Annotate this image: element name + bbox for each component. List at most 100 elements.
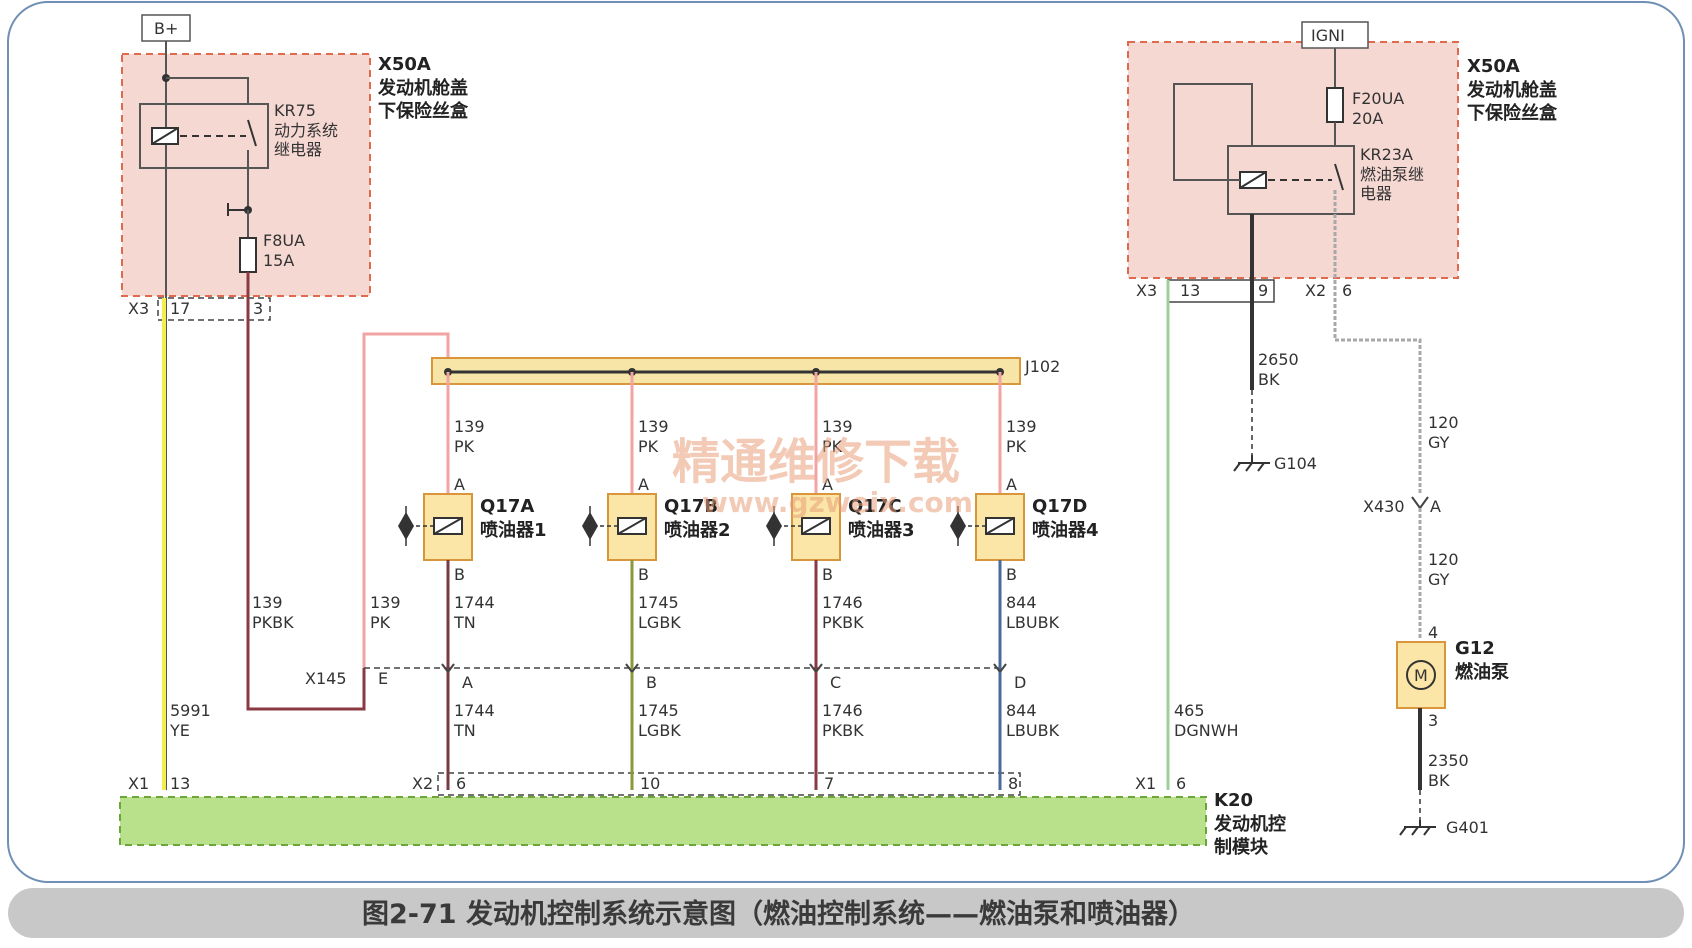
relay-kr23a-name2: 电器: [1360, 184, 1392, 203]
fuse-f8ua-icon: [239, 237, 257, 273]
x145-label: X145: [305, 669, 347, 688]
injector-pin-a: A: [1006, 475, 1017, 494]
relay-kr75-name2: 继电器: [274, 140, 322, 159]
x145-pin-label: B: [646, 673, 657, 692]
injector-pin-a: A: [822, 475, 833, 494]
watermark-title: 精通维修下载: [672, 434, 960, 490]
pk-color: PK: [370, 613, 391, 632]
feed-color: PKBK: [252, 613, 294, 632]
wire-gy: [1333, 190, 1422, 495]
fuse-box-left-name1: 发动机舱盖: [377, 77, 468, 99]
ecm-name2: 制模块: [1214, 836, 1269, 858]
ground-icon: [1399, 820, 1436, 836]
x430-pin: A: [1430, 497, 1441, 516]
x3-pin17: 17: [170, 299, 190, 318]
x145-pin-label: D: [1014, 673, 1026, 692]
injector-pin-b: B: [454, 565, 465, 584]
pump-name: 燃油泵: [1455, 661, 1509, 683]
injector-name: 喷油器3: [848, 519, 915, 541]
x2-label: X2: [412, 774, 433, 793]
fuse-box-right-id: X50A: [1467, 56, 1520, 77]
x145-pin-icon: [993, 663, 1001, 673]
injector-low-color: LGBK: [638, 721, 681, 740]
igni-label: IGNI: [1311, 26, 1345, 45]
wire-pkbk: [246, 272, 366, 711]
injector-name: 喷油器1: [480, 519, 547, 541]
x145-pin-icon: [441, 663, 449, 673]
pump-pin-bottom: 3: [1428, 711, 1438, 730]
motor-symbol: M: [1414, 666, 1428, 685]
injector-out-color: PKBK: [822, 613, 864, 632]
injector-name: 喷油器2: [664, 519, 731, 541]
x3-pin13: 13: [1180, 281, 1200, 300]
injector-out-circuit: 1744: [454, 593, 495, 612]
x145-pin-e: E: [378, 669, 388, 688]
dg-circuit: 465: [1174, 701, 1205, 720]
relay-kr23a-name1: 燃油泵继: [1360, 165, 1424, 184]
x3-pin9: 9: [1258, 281, 1268, 300]
watermark-url: www.gzweix.com: [702, 486, 973, 519]
x2-pin-label: 8: [1008, 774, 1018, 793]
injector-low-circuit: 1746: [822, 701, 863, 720]
injector-id: Q17A: [480, 496, 534, 517]
relay-switch-icon: [247, 119, 257, 147]
splice-j102-label: J102: [1024, 357, 1060, 376]
injector-pin-a: A: [638, 475, 649, 494]
injector-in-color: PK: [822, 437, 843, 456]
injector-out-color: LBUBK: [1006, 613, 1060, 632]
injector-out-circuit: 844: [1006, 593, 1037, 612]
fuse-f8ua-id: F8UA: [263, 231, 305, 250]
relay-kr75-name1: 动力系统: [274, 121, 338, 140]
injector-in-circuit: 139: [1006, 417, 1037, 436]
fuse-box-left-name2: 下保险丝盒: [378, 100, 469, 122]
relay-feed-wire: [166, 77, 249, 104]
injector-pin-b: B: [822, 565, 833, 584]
x2-pin-label: 7: [824, 774, 834, 793]
igni-box: [1301, 21, 1369, 49]
injector-low-circuit: 1744: [454, 701, 495, 720]
injector-pin-a: A: [454, 475, 465, 494]
x1-right-label: X1: [1135, 774, 1156, 793]
injector-in-color: PK: [1006, 437, 1027, 456]
fuse-f8ua-rating: 15A: [263, 251, 294, 270]
ecm-name1: 发动机控: [1213, 813, 1286, 835]
injector-group: 139PKABQ17A喷油器11744TNA1744TN6139PKABQ17B…: [398, 372, 1099, 793]
injector-low-circuit: 844: [1006, 701, 1037, 720]
gy2-circuit: 120: [1428, 550, 1459, 569]
injector-pin-b: B: [638, 565, 649, 584]
injector-in-color: PK: [454, 437, 475, 456]
ecm-k20: [119, 796, 1207, 846]
x430-label: X430: [1363, 497, 1405, 516]
feed-circuit: 139: [252, 593, 283, 612]
relay-kr75-id: KR75: [274, 101, 316, 120]
x1-right-pin: 6: [1176, 774, 1186, 793]
ecm-id: K20: [1214, 790, 1253, 811]
injector-id: Q17C: [848, 496, 902, 517]
injector-in-circuit: 139: [822, 417, 853, 436]
x145-pin-label: C: [830, 673, 841, 692]
pump-id: G12: [1455, 638, 1495, 659]
pump-pin-top: 4: [1428, 623, 1438, 642]
fuse-box-left-id: X50A: [378, 54, 431, 75]
injector-out-color: LGBK: [638, 613, 681, 632]
injector-out-circuit: 1745: [638, 593, 679, 612]
fuse-f20ua-icon: [1326, 87, 1344, 123]
fuse-f20ua-rating: 20A: [1352, 109, 1383, 128]
pk-circuit: 139: [370, 593, 401, 612]
ye-color: YE: [169, 721, 190, 740]
injector-in-circuit: 139: [454, 417, 485, 436]
ground-g104: G104: [1274, 454, 1317, 473]
bk-color: BK: [1258, 370, 1280, 389]
fuse-box-right-name1: 发动机舱盖: [1466, 79, 1557, 101]
relay-switch-icon: [1334, 163, 1344, 191]
injector-name: 喷油器4: [1032, 519, 1099, 541]
injector-in-color: PK: [638, 437, 659, 456]
x145-pin-icon: [809, 663, 817, 673]
injector-low-color: LBUBK: [1006, 721, 1060, 740]
ground-icon: [1233, 455, 1270, 472]
caption-bar: [8, 888, 1684, 938]
injector-pin-b: B: [1006, 565, 1017, 584]
